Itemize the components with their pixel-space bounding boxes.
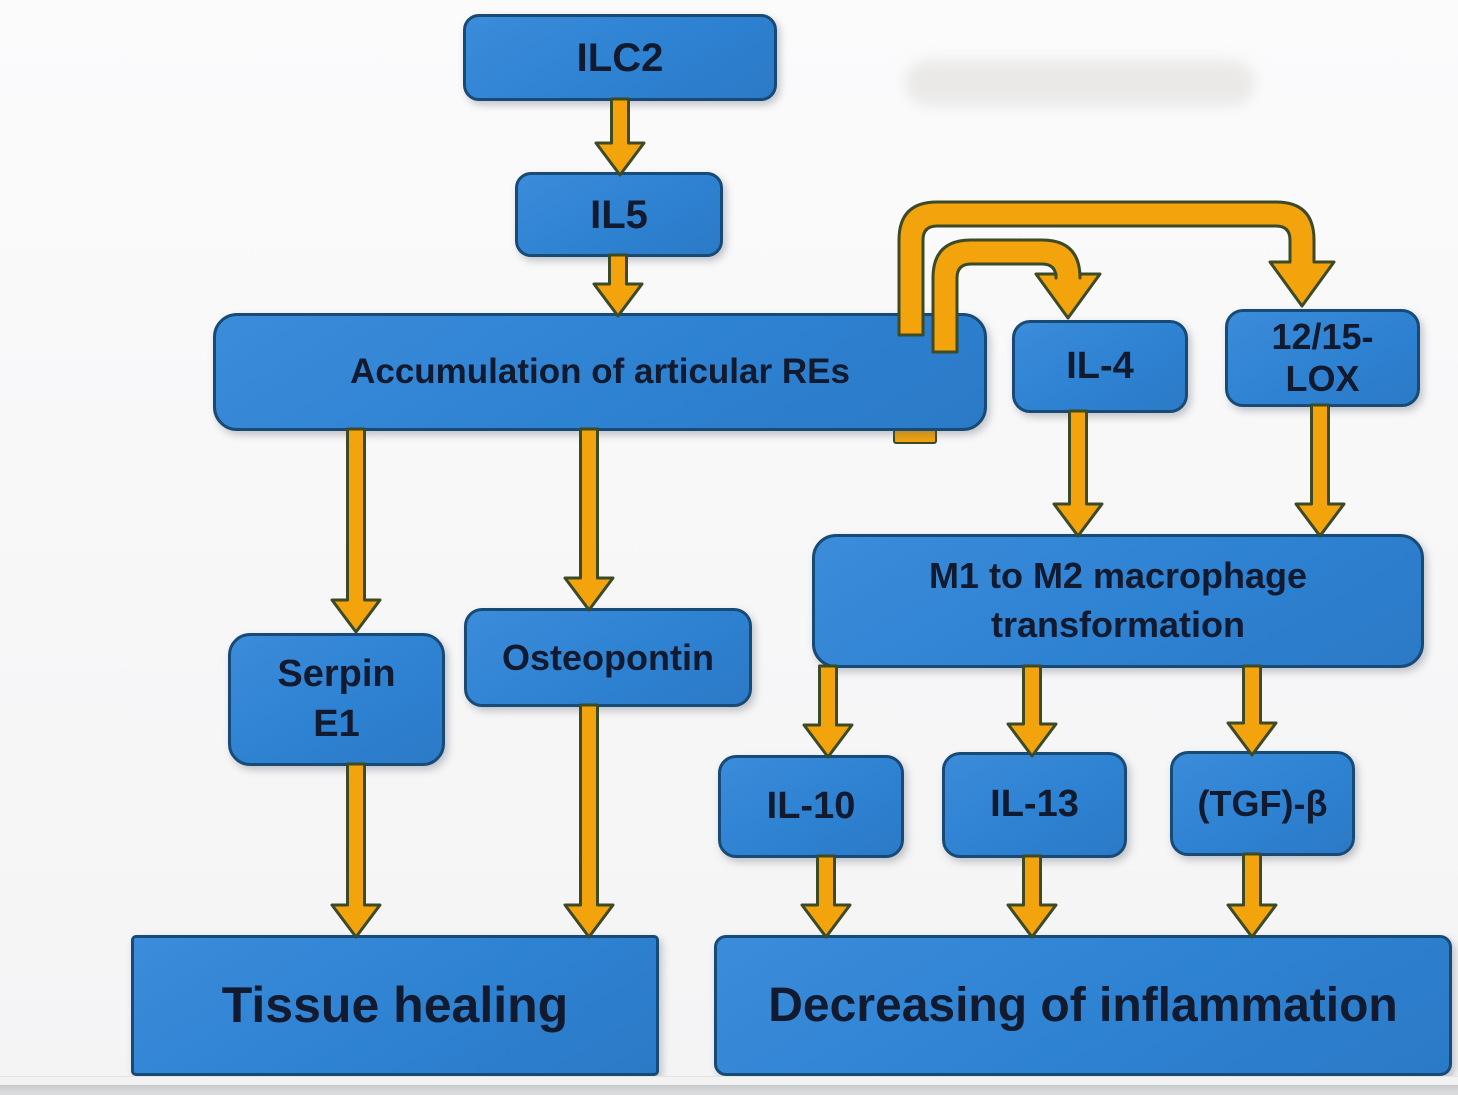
node-label-line: IL-4 [1066, 344, 1134, 387]
slide-edge-light [0, 1076, 1458, 1086]
node-label-line: 12/15- [1271, 315, 1374, 357]
node-label-line: IL-10 [766, 784, 856, 827]
node-m1m2: M1 to M2 macrophage transformation [812, 534, 1424, 668]
node-label-line: Osteopontin [502, 636, 714, 678]
node-tissue-healing: Tissue healing [131, 935, 659, 1076]
slide-edge-shadow [0, 1085, 1458, 1095]
node-label-line: Serpin [277, 653, 396, 696]
node-decreasing: Decreasing of inflammation [714, 935, 1452, 1076]
node-lox: 12/15-LOX [1225, 309, 1420, 407]
background-smudge [905, 60, 1255, 106]
node-label-line: IL-13 [990, 783, 1079, 826]
node-il4: IL-4 [1012, 320, 1188, 413]
node-label-line: Tissue healing [221, 976, 569, 1033]
node-il13: IL-13 [942, 752, 1127, 858]
node-label-line: E1 [313, 702, 360, 745]
node-label-line: ILC2 [576, 35, 664, 80]
node-label-line: Decreasing of inflammation [768, 978, 1398, 1032]
node-label-line: M1 to M2 macrophage [928, 555, 1308, 597]
node-label-line: (TGF)-β [1197, 782, 1328, 824]
node-il10: IL-10 [718, 755, 904, 858]
node-il5: IL5 [515, 172, 723, 257]
node-label-line: transformation [990, 604, 1246, 645]
node-ilc2: ILC2 [463, 14, 777, 101]
node-tgf-beta: (TGF)-β [1170, 751, 1355, 856]
node-osteopontin: Osteopontin [464, 608, 752, 707]
node-label-line: Accumulation of articular REs [350, 351, 850, 391]
node-accumulation: Accumulation of articular REs [213, 313, 987, 431]
node-label-line: IL5 [590, 192, 648, 237]
node-label-line: LOX [1285, 358, 1360, 399]
